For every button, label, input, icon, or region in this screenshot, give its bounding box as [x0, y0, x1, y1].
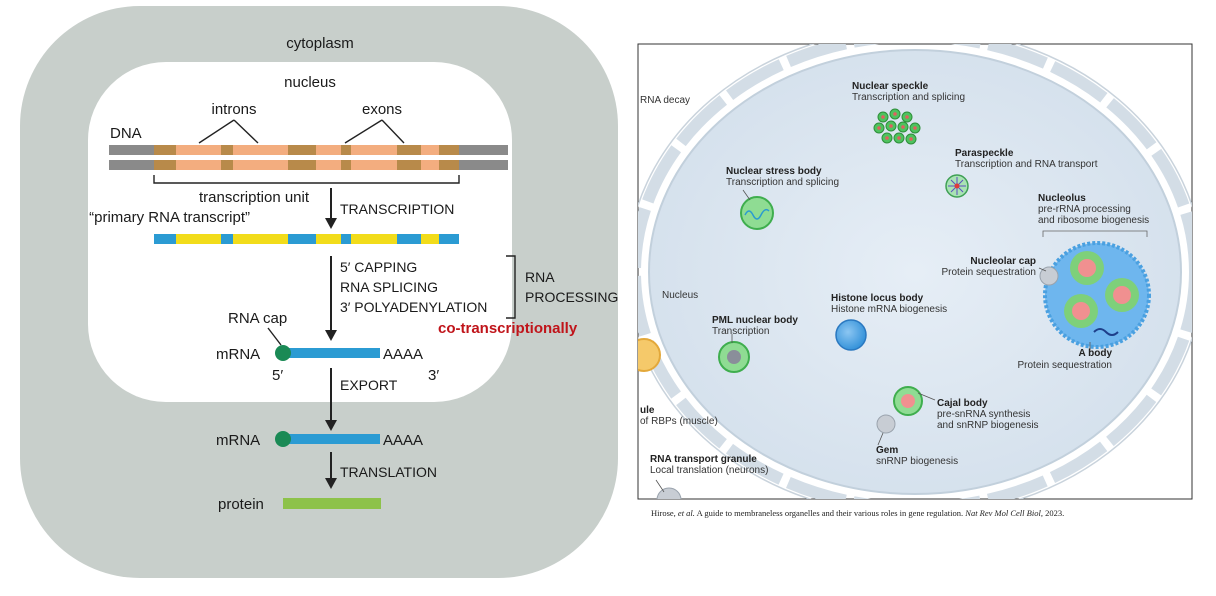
pml-nuclear-body-icon	[718, 341, 750, 373]
cajal-body-desc-line1: pre-snRNA synthesis	[937, 409, 1030, 420]
rna-transport-pointer	[655, 479, 665, 493]
mrna-nucleus-label: mRNA	[216, 346, 260, 363]
nucleus-label: nucleus	[284, 74, 336, 91]
cotranscriptionally-label: co-transcriptionally	[438, 320, 578, 337]
dna-strand-bottom	[109, 160, 508, 170]
granule-partial-label: ule	[640, 405, 655, 416]
dna-double-strand	[109, 145, 508, 170]
translation-arrow	[325, 452, 337, 489]
rna-processing-label-line1: RNA	[525, 269, 555, 285]
histone-locus-body-icon	[835, 319, 867, 351]
translation-step-label: TRANSLATION	[340, 464, 437, 480]
cytoplasm-label: cytoplasm	[286, 35, 354, 52]
rna-cap-label: RNA cap	[228, 310, 287, 327]
primary-transcript-label: “primary RNA transcript”	[89, 209, 250, 226]
dna-strand-top	[109, 145, 508, 155]
a-body-name: A body	[1078, 348, 1112, 359]
gem-icon	[876, 414, 896, 434]
gem-desc: snRNP biogenesis	[876, 456, 958, 467]
paraspeckle-desc: Transcription and RNA transport	[955, 159, 1098, 170]
polyadenylation-step-label: 3′ POLYADENYLATION	[340, 299, 487, 315]
five-prime-label: 5′	[272, 367, 283, 384]
nucleolus-icon	[1042, 230, 1151, 349]
introns-pointer-lines	[198, 119, 405, 144]
pointer-lines	[731, 189, 1091, 446]
export-arrow	[325, 368, 337, 431]
rna-cap-icon-cytoplasm	[275, 431, 291, 447]
granule-partial-desc: of RBPs (muscle)	[640, 416, 718, 427]
rna-processing-label-line2: PROCESSING	[525, 289, 618, 305]
nucleolus-desc-line2: and ribosome biogenesis	[1038, 215, 1149, 226]
paraspeckle-icon	[945, 174, 969, 198]
nucleolus-name: Nucleolus	[1038, 193, 1086, 204]
nuclear-speckle-icon	[873, 108, 921, 145]
introns-label: introns	[211, 101, 256, 118]
three-prime-label: 3′	[428, 367, 439, 384]
nuclear-stress-body-icon	[740, 196, 774, 230]
poly-a-tail-nucleus: AAAA	[383, 346, 423, 363]
rna-processing-bracket	[506, 255, 516, 319]
capping-step-label: 5′ CAPPING	[340, 259, 417, 275]
rna-transport-granule-name: RNA transport granule	[650, 454, 757, 465]
nucleolar-cap-desc: Protein sequestration	[941, 267, 1036, 278]
nucleus-text-label: Nucleus	[662, 290, 698, 301]
paraspeckle-name: Paraspeckle	[955, 148, 1014, 159]
nucleoplasm	[648, 49, 1182, 495]
gem-name: Gem	[876, 445, 898, 456]
rna-decay-label: RNA decay	[640, 95, 690, 106]
transcription-step-label: TRANSCRIPTION	[340, 201, 454, 217]
cytoplasmic-granule-icon	[638, 338, 661, 372]
transcription-arrow	[325, 188, 337, 229]
cajal-body-icon	[893, 386, 923, 416]
protein-bar	[283, 498, 381, 509]
histone-locus-body-desc: Histone mRNA biogenesis	[831, 304, 947, 315]
nuclear-stress-body-name: Nuclear stress body	[726, 166, 822, 177]
rna-cap-icon	[275, 345, 291, 361]
pml-nuclear-body-desc: Transcription	[712, 326, 769, 337]
nucleolar-cap-name: Nucleolar cap	[970, 256, 1036, 267]
exons-label: exons	[362, 101, 402, 118]
nuclear-speckle-name: Nuclear speckle	[852, 81, 929, 92]
processing-arrow	[325, 256, 337, 341]
a-body-desc: Protein sequestration	[1017, 360, 1112, 371]
nuclear-stress-body-desc: Transcription and splicing	[726, 177, 839, 188]
citation: Hirose, et al. A guide to membraneless o…	[651, 508, 1064, 518]
transcription-unit-label: transcription unit	[199, 189, 310, 206]
central-dogma-diagram: cytoplasm nucleus introns exons DNA	[20, 6, 618, 578]
nucleolus-desc-line1: pre-rRNA processing	[1038, 204, 1131, 215]
export-step-label: EXPORT	[340, 377, 398, 393]
histone-locus-body-name: Histone locus body	[831, 293, 924, 304]
primary-rna-transcript	[154, 234, 459, 244]
membraneless-organelles-figure: RNA decay Nuclear speckle Transcription …	[637, 43, 1193, 518]
rna-cap-pointer	[267, 327, 282, 346]
splicing-step-label: RNA SPLICING	[340, 279, 438, 295]
mrna-nucleus	[275, 345, 380, 361]
cajal-body-name: Cajal body	[937, 398, 988, 409]
rna-transport-granule-desc: Local translation (neurons)	[650, 465, 768, 476]
poly-a-tail-cytoplasm: AAAA	[383, 432, 423, 449]
transcription-unit-bracket	[153, 175, 460, 184]
pml-nuclear-body-name: PML nuclear body	[712, 315, 798, 326]
dna-label: DNA	[110, 125, 142, 142]
protein-label: protein	[218, 496, 264, 513]
cajal-body-desc-line2: and snRNP biogenesis	[937, 420, 1039, 431]
mrna-cytoplasm	[275, 431, 380, 447]
mrna-cytoplasm-label: mRNA	[216, 432, 260, 449]
nucleolar-cap-icon	[1039, 266, 1059, 286]
nuclear-speckle-desc: Transcription and splicing	[852, 92, 965, 103]
